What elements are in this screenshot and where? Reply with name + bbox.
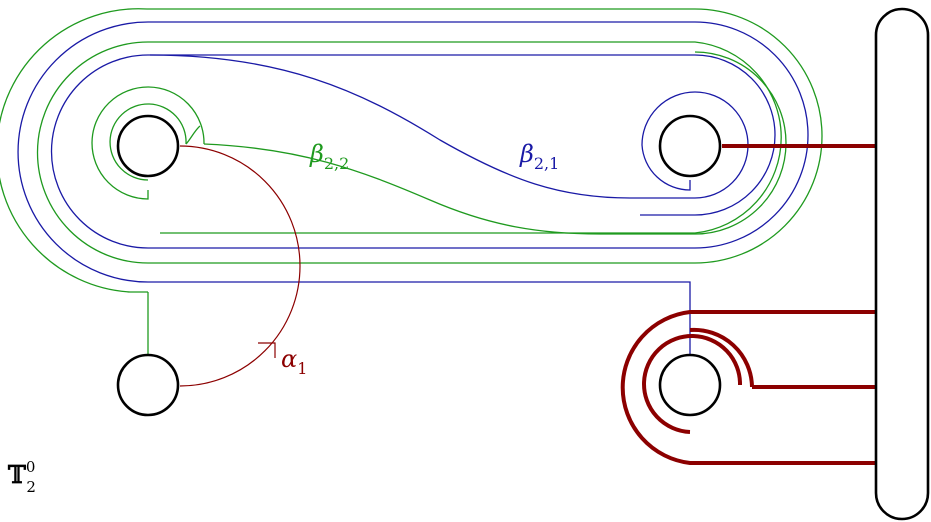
alpha-arc-spiral: [642, 327, 876, 434]
hole-bottom-right: [658, 353, 722, 417]
hole-top-right: [658, 114, 722, 178]
boundary-handle: [874, 7, 930, 521]
hole-top-left: [116, 114, 180, 178]
hole-bottom-left: [116, 353, 180, 417]
alpha-arc-outer: [620, 310, 876, 465]
surface-holes: [116, 7, 930, 521]
beta-2-1-curve: [17, 21, 809, 355]
beta-2-2-curve: [0, 8, 823, 355]
alpha-curves: [179, 144, 876, 465]
alpha-1-orientation-mark: [258, 342, 276, 358]
label-beta-2-1: β2,1: [519, 140, 559, 173]
label-alpha-1: α1: [281, 345, 307, 378]
alpha-1-arc: [179, 145, 301, 387]
label-beta-2-2: β2,2: [309, 140, 349, 173]
